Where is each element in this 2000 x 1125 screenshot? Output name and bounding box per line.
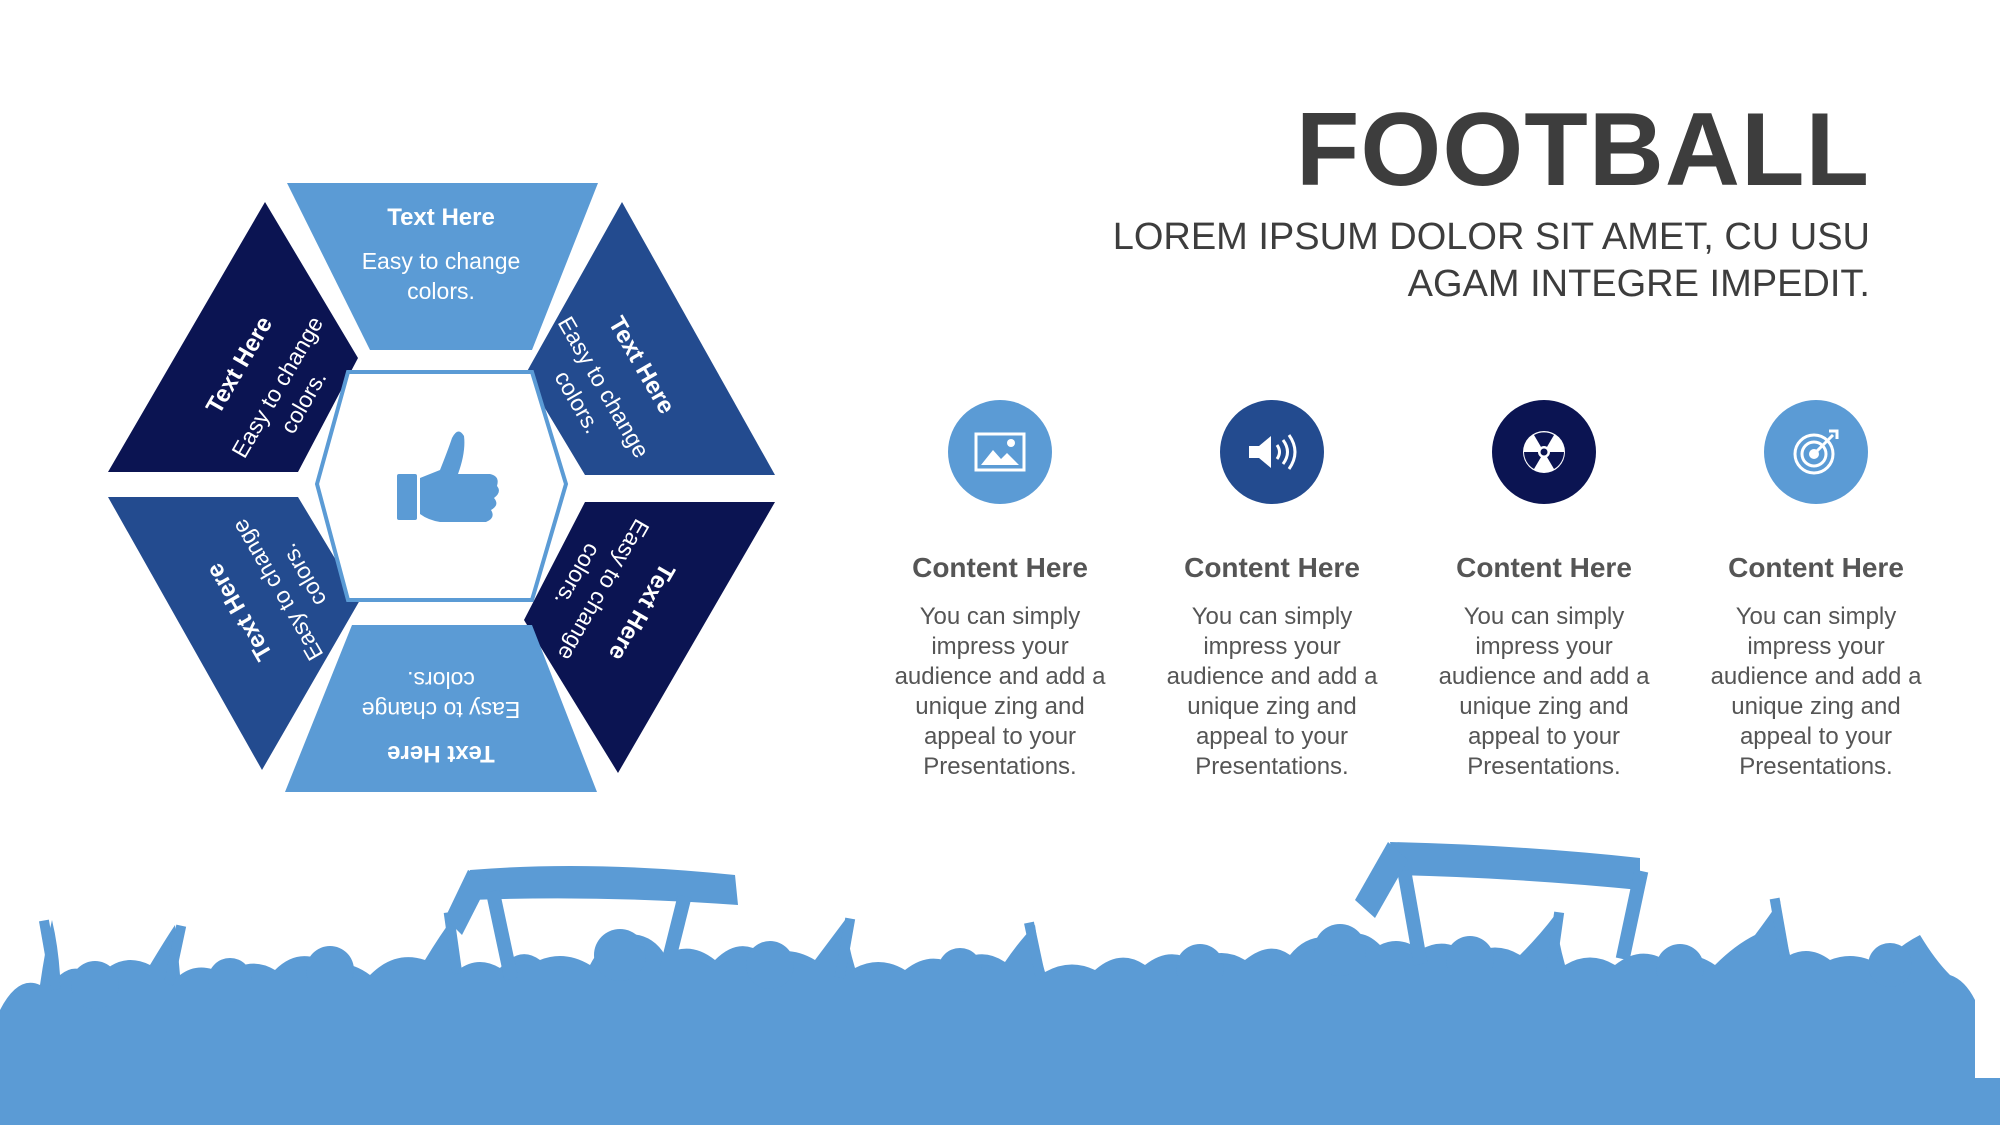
hex-text-top: Text Here Easy to change colors. <box>362 204 521 304</box>
column-body: You can simply impress your audience and… <box>894 603 1106 780</box>
svg-text:Easy to change: Easy to change <box>362 697 521 723</box>
svg-text:colors.: colors. <box>407 278 475 304</box>
hex-segment-lower-left[interactable] <box>108 497 360 770</box>
svg-text:Text Here: Text Here <box>387 204 495 231</box>
image-icon[interactable] <box>948 400 1052 504</box>
crowd-silhouette <box>0 842 2000 1125</box>
page-title: FOOTBALL <box>1295 92 1870 208</box>
hex-segment-bottom[interactable] <box>285 625 597 792</box>
svg-text:Easy to change: Easy to change <box>362 248 521 274</box>
hex-segment-lower-right[interactable] <box>524 502 775 773</box>
content-column-2: Content Here You can simply impress your… <box>1157 400 1387 782</box>
hex-segment-upper-right[interactable] <box>525 202 775 475</box>
content-column-1: Content Here You can simply impress your… <box>885 400 1115 782</box>
column-heading: Content Here <box>1728 552 1904 583</box>
column-heading: Content Here <box>912 552 1088 583</box>
speaker-icon[interactable] <box>1220 400 1324 504</box>
svg-text:Text Here: Text Here <box>387 740 495 767</box>
content-column-4: Content Here You can simply impress your… <box>1701 400 1931 782</box>
column-heading: Content Here <box>1184 552 1360 583</box>
column-heading: Content Here <box>1456 552 1632 583</box>
column-body: You can simply impress your audience and… <box>1710 603 1922 780</box>
radiation-icon[interactable] <box>1492 400 1596 504</box>
hex-segment-top[interactable] <box>287 183 598 350</box>
content-column-3: Content Here You can simply impress your… <box>1429 400 1659 782</box>
page-subtitle: LOREM IPSUM DOLOR SIT AMET, CU USU AGAM … <box>970 214 1870 308</box>
column-body: You can simply impress your audience and… <box>1438 603 1650 780</box>
hex-segment-upper-left[interactable] <box>108 202 358 472</box>
subtitle-line-2: AGAM INTEGRE IMPEDIT. <box>1407 263 1870 305</box>
target-icon[interactable] <box>1764 400 1868 504</box>
subtitle-line-1: LOREM IPSUM DOLOR SIT AMET, CU USU <box>1112 216 1870 258</box>
hex-text-bottom: Text Here Easy to change colors. <box>362 667 521 767</box>
column-body: You can simply impress your audience and… <box>1166 603 1378 780</box>
svg-text:colors.: colors. <box>407 667 475 693</box>
thumbs-up-icon <box>397 431 499 522</box>
